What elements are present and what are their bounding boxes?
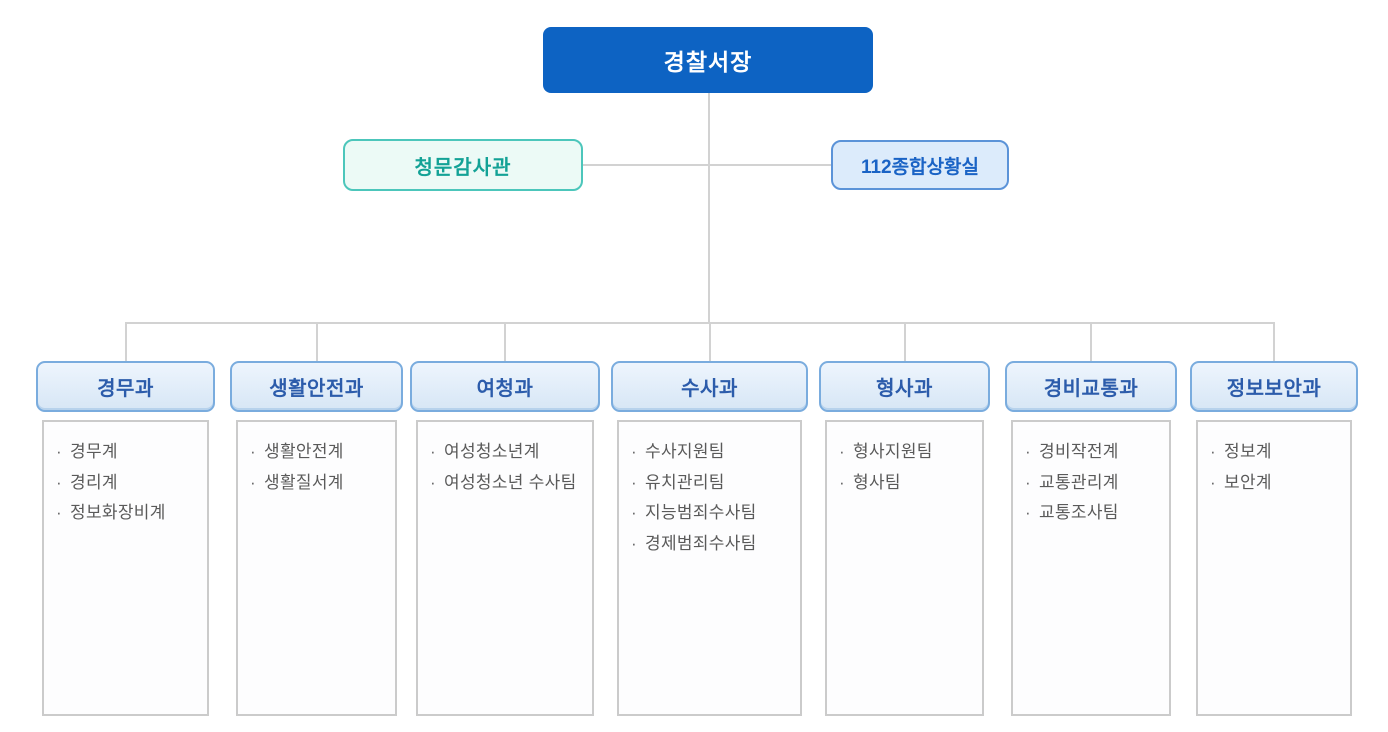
unit-label: 정보계 [1224, 442, 1272, 461]
bullet-marker: · [56, 503, 62, 523]
unit-item: · 보안계 [1210, 471, 1344, 496]
bullet-marker: · [1025, 503, 1031, 523]
root-box-police-chief: 경찰서장 [543, 27, 873, 93]
staff-box-112-situation-room: 112종합상황실 [831, 140, 1009, 190]
bullet-marker: · [631, 472, 637, 492]
dept-header: 여청과 [410, 361, 600, 412]
dept-header-label: 경무과 [97, 378, 154, 400]
dept-header-label: 형사과 [876, 378, 933, 400]
dept-header-label: 생활안전과 [269, 378, 364, 400]
dept-header: 정보보안과 [1190, 361, 1358, 412]
unit-label: 형사팀 [853, 472, 901, 492]
connector-drop [903, 322, 906, 361]
connector-drop [504, 322, 506, 361]
staff-box-audit-inspector: 청문감사관 [343, 139, 583, 191]
unit-item: · 경무계 [56, 440, 201, 465]
unit-label: 지능범죄수사팀 [645, 503, 757, 523]
unit-label: 경비작전계 [1039, 442, 1119, 461]
unit-item: · 여성청소년계 [430, 440, 586, 465]
unit-item: · 교통조사팀 [1025, 501, 1163, 526]
dept-header-label: 수사과 [681, 378, 738, 400]
unit-label: 정보화장비계 [70, 503, 166, 523]
bullet-marker: · [839, 442, 845, 461]
unit-item: · 경리계 [56, 471, 201, 496]
dept-header-label: 경비교통과 [1043, 378, 1139, 400]
dept-column: 경무과 · 경무계 · 경리계 · 정보화장비계 [36, 322, 215, 716]
dept-unit-list: · 경무계 · 경리계 · 정보화장비계 [42, 420, 209, 716]
bullet-marker: · [1025, 442, 1031, 461]
bullet-marker: · [56, 472, 62, 492]
staff-box-label: 112종합상황실 [860, 156, 980, 178]
unit-item: · 형사팀 [839, 471, 976, 496]
bullet-marker: · [1025, 472, 1031, 492]
bullet-marker: · [250, 472, 256, 492]
unit-label: 유치관리팀 [645, 472, 725, 492]
unit-label: 경무계 [70, 442, 118, 461]
connector-horizontal-staff [583, 164, 831, 166]
connector-drop [1273, 322, 1275, 361]
dept-column: 형사과 · 형사지원팀 · 형사팀 [819, 322, 990, 716]
dept-column: 정보보안과 · 정보계 · 보안계 [1190, 322, 1358, 716]
connector-drop [1090, 322, 1092, 361]
dept-header: 생활안전과 [230, 361, 403, 412]
unit-label: 여성청소년 수사팀 [444, 472, 577, 492]
unit-label: 교통조사팀 [1039, 503, 1119, 523]
connector-bus [125, 322, 1275, 324]
dept-header: 형사과 [819, 361, 990, 412]
unit-label: 보안계 [1224, 472, 1272, 492]
root-box-label: 경찰서장 [663, 49, 753, 75]
unit-label: 교통관리계 [1039, 472, 1119, 492]
dept-column: 경비교통과 · 경비작전계 · 교통관리계 · 교통조사팀 [1005, 322, 1177, 716]
bullet-marker: · [1210, 472, 1216, 492]
unit-label: 형사지원팀 [853, 442, 933, 461]
dept-column: 생활안전과 · 생활안전계 · 생활질서계 [230, 322, 403, 716]
dept-column: 여청과 · 여성청소년계 · 여성청소년 수사팀 [410, 322, 600, 716]
dept-header-label: 여청과 [476, 378, 534, 400]
unit-label: 생활질서계 [264, 472, 344, 492]
dept-unit-list: · 경비작전계 · 교통관리계 · 교통조사팀 [1011, 420, 1171, 716]
connector-vertical-main [708, 92, 710, 323]
bullet-marker: · [430, 472, 436, 492]
bullet-marker: · [631, 503, 637, 523]
unit-item: · 정보계 [1210, 440, 1344, 465]
staff-box-label: 청문감사관 [414, 156, 512, 179]
connector-drop [708, 322, 711, 361]
bullet-marker: · [1210, 442, 1216, 461]
unit-item: · 지능범죄수사팀 [631, 501, 794, 526]
bullet-marker: · [430, 442, 436, 461]
unit-item: · 형사지원팀 [839, 440, 976, 465]
dept-header: 경무과 [36, 361, 215, 412]
bullet-marker: · [631, 442, 637, 461]
dept-unit-list: · 수사지원팀 · 유치관리팀 · 지능범죄수사팀 · 경제범죄수사팀 [617, 420, 802, 716]
bullet-marker: · [839, 472, 845, 492]
unit-item: · 교통관리계 [1025, 471, 1163, 496]
dept-header: 경비교통과 [1005, 361, 1177, 412]
bullet-marker: · [56, 442, 62, 461]
unit-label: 여성청소년계 [444, 442, 540, 461]
unit-item: · 경제범죄수사팀 [631, 532, 794, 557]
bullet-marker: · [250, 442, 256, 461]
dept-unit-list: · 여성청소년계 · 여성청소년 수사팀 [416, 420, 594, 716]
bullet-marker: · [631, 533, 637, 553]
unit-label: 생활안전계 [264, 442, 344, 461]
dept-header-label: 정보보안과 [1226, 378, 1322, 400]
unit-label: 경리계 [70, 472, 118, 492]
unit-label: 경제범죄수사팀 [645, 533, 757, 553]
unit-item: · 정보화장비계 [56, 501, 201, 526]
unit-item: · 생활질서계 [250, 471, 389, 496]
dept-unit-list: · 정보계 · 보안계 [1196, 420, 1352, 716]
dept-unit-list: · 형사지원팀 · 형사팀 [825, 420, 984, 716]
unit-label: 수사지원팀 [645, 442, 725, 461]
dept-column: 수사과 · 수사지원팀 · 유치관리팀 · 지능범죄수사팀 · 경제범죄수사팀 [611, 322, 808, 716]
connector-drop [124, 322, 127, 361]
unit-item: · 유치관리팀 [631, 471, 794, 496]
unit-item: · 생활안전계 [250, 440, 389, 465]
unit-item: · 수사지원팀 [631, 440, 794, 465]
dept-unit-list: · 생활안전계 · 생활질서계 [236, 420, 397, 716]
unit-item: · 경비작전계 [1025, 440, 1163, 465]
dept-header: 수사과 [611, 361, 808, 412]
connector-drop [315, 322, 318, 361]
unit-item: · 여성청소년 수사팀 [430, 471, 586, 496]
